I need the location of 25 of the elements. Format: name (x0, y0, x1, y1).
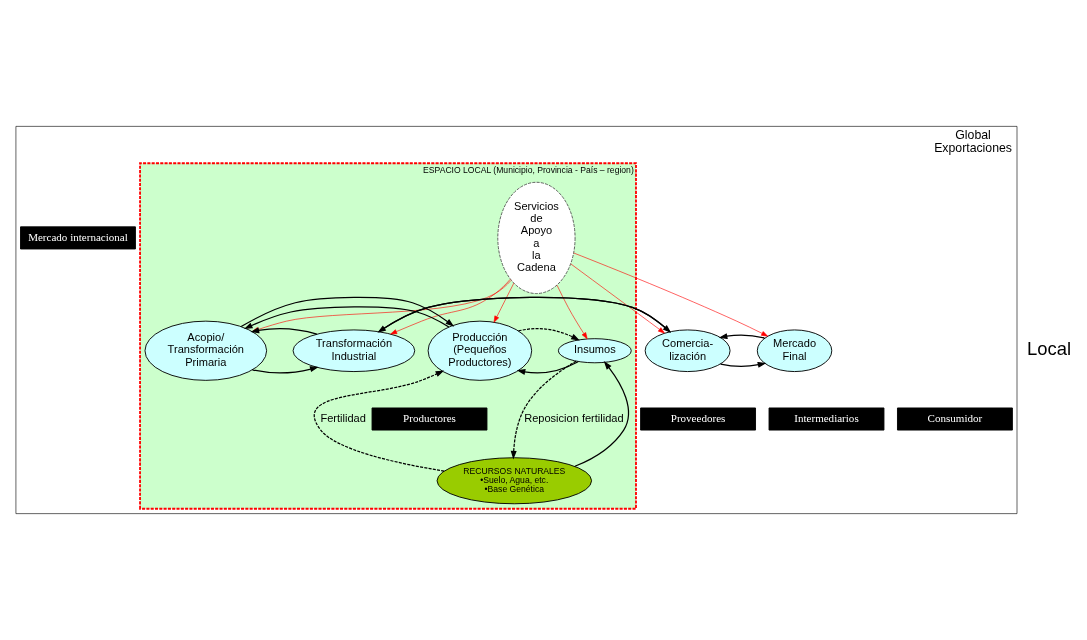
arrow (516, 361, 579, 375)
node-box: Productores (371, 407, 488, 431)
arrow (251, 366, 319, 374)
arrow (720, 361, 767, 368)
node-box: Proveedores (640, 407, 756, 431)
arrow (240, 296, 455, 328)
node-box: Mercado internacional (20, 226, 136, 250)
arrow (573, 252, 768, 337)
node-ellipse: RECURSOS NATURALES •Suelo, Agua, etc. •Base Genética (436, 457, 593, 505)
arrow (517, 327, 580, 341)
arrow (556, 284, 588, 340)
arrow (313, 370, 445, 472)
arrow (510, 360, 577, 460)
node-ellipse: Servicios de Apoyo a la Cadena (497, 181, 576, 294)
arrow (718, 333, 766, 340)
arrow (570, 263, 665, 334)
node-box: Intermediarios (768, 407, 885, 431)
node-box: Consumidor (897, 407, 1013, 431)
edge-label: Fertilidad (320, 411, 366, 424)
arrow (390, 278, 511, 335)
edge-label: Reposicion fertilidad (524, 411, 624, 424)
arrow (574, 361, 630, 467)
arrow (493, 282, 515, 323)
node-ellipse: Insumos (557, 338, 632, 364)
label: Local (1026, 338, 1071, 360)
